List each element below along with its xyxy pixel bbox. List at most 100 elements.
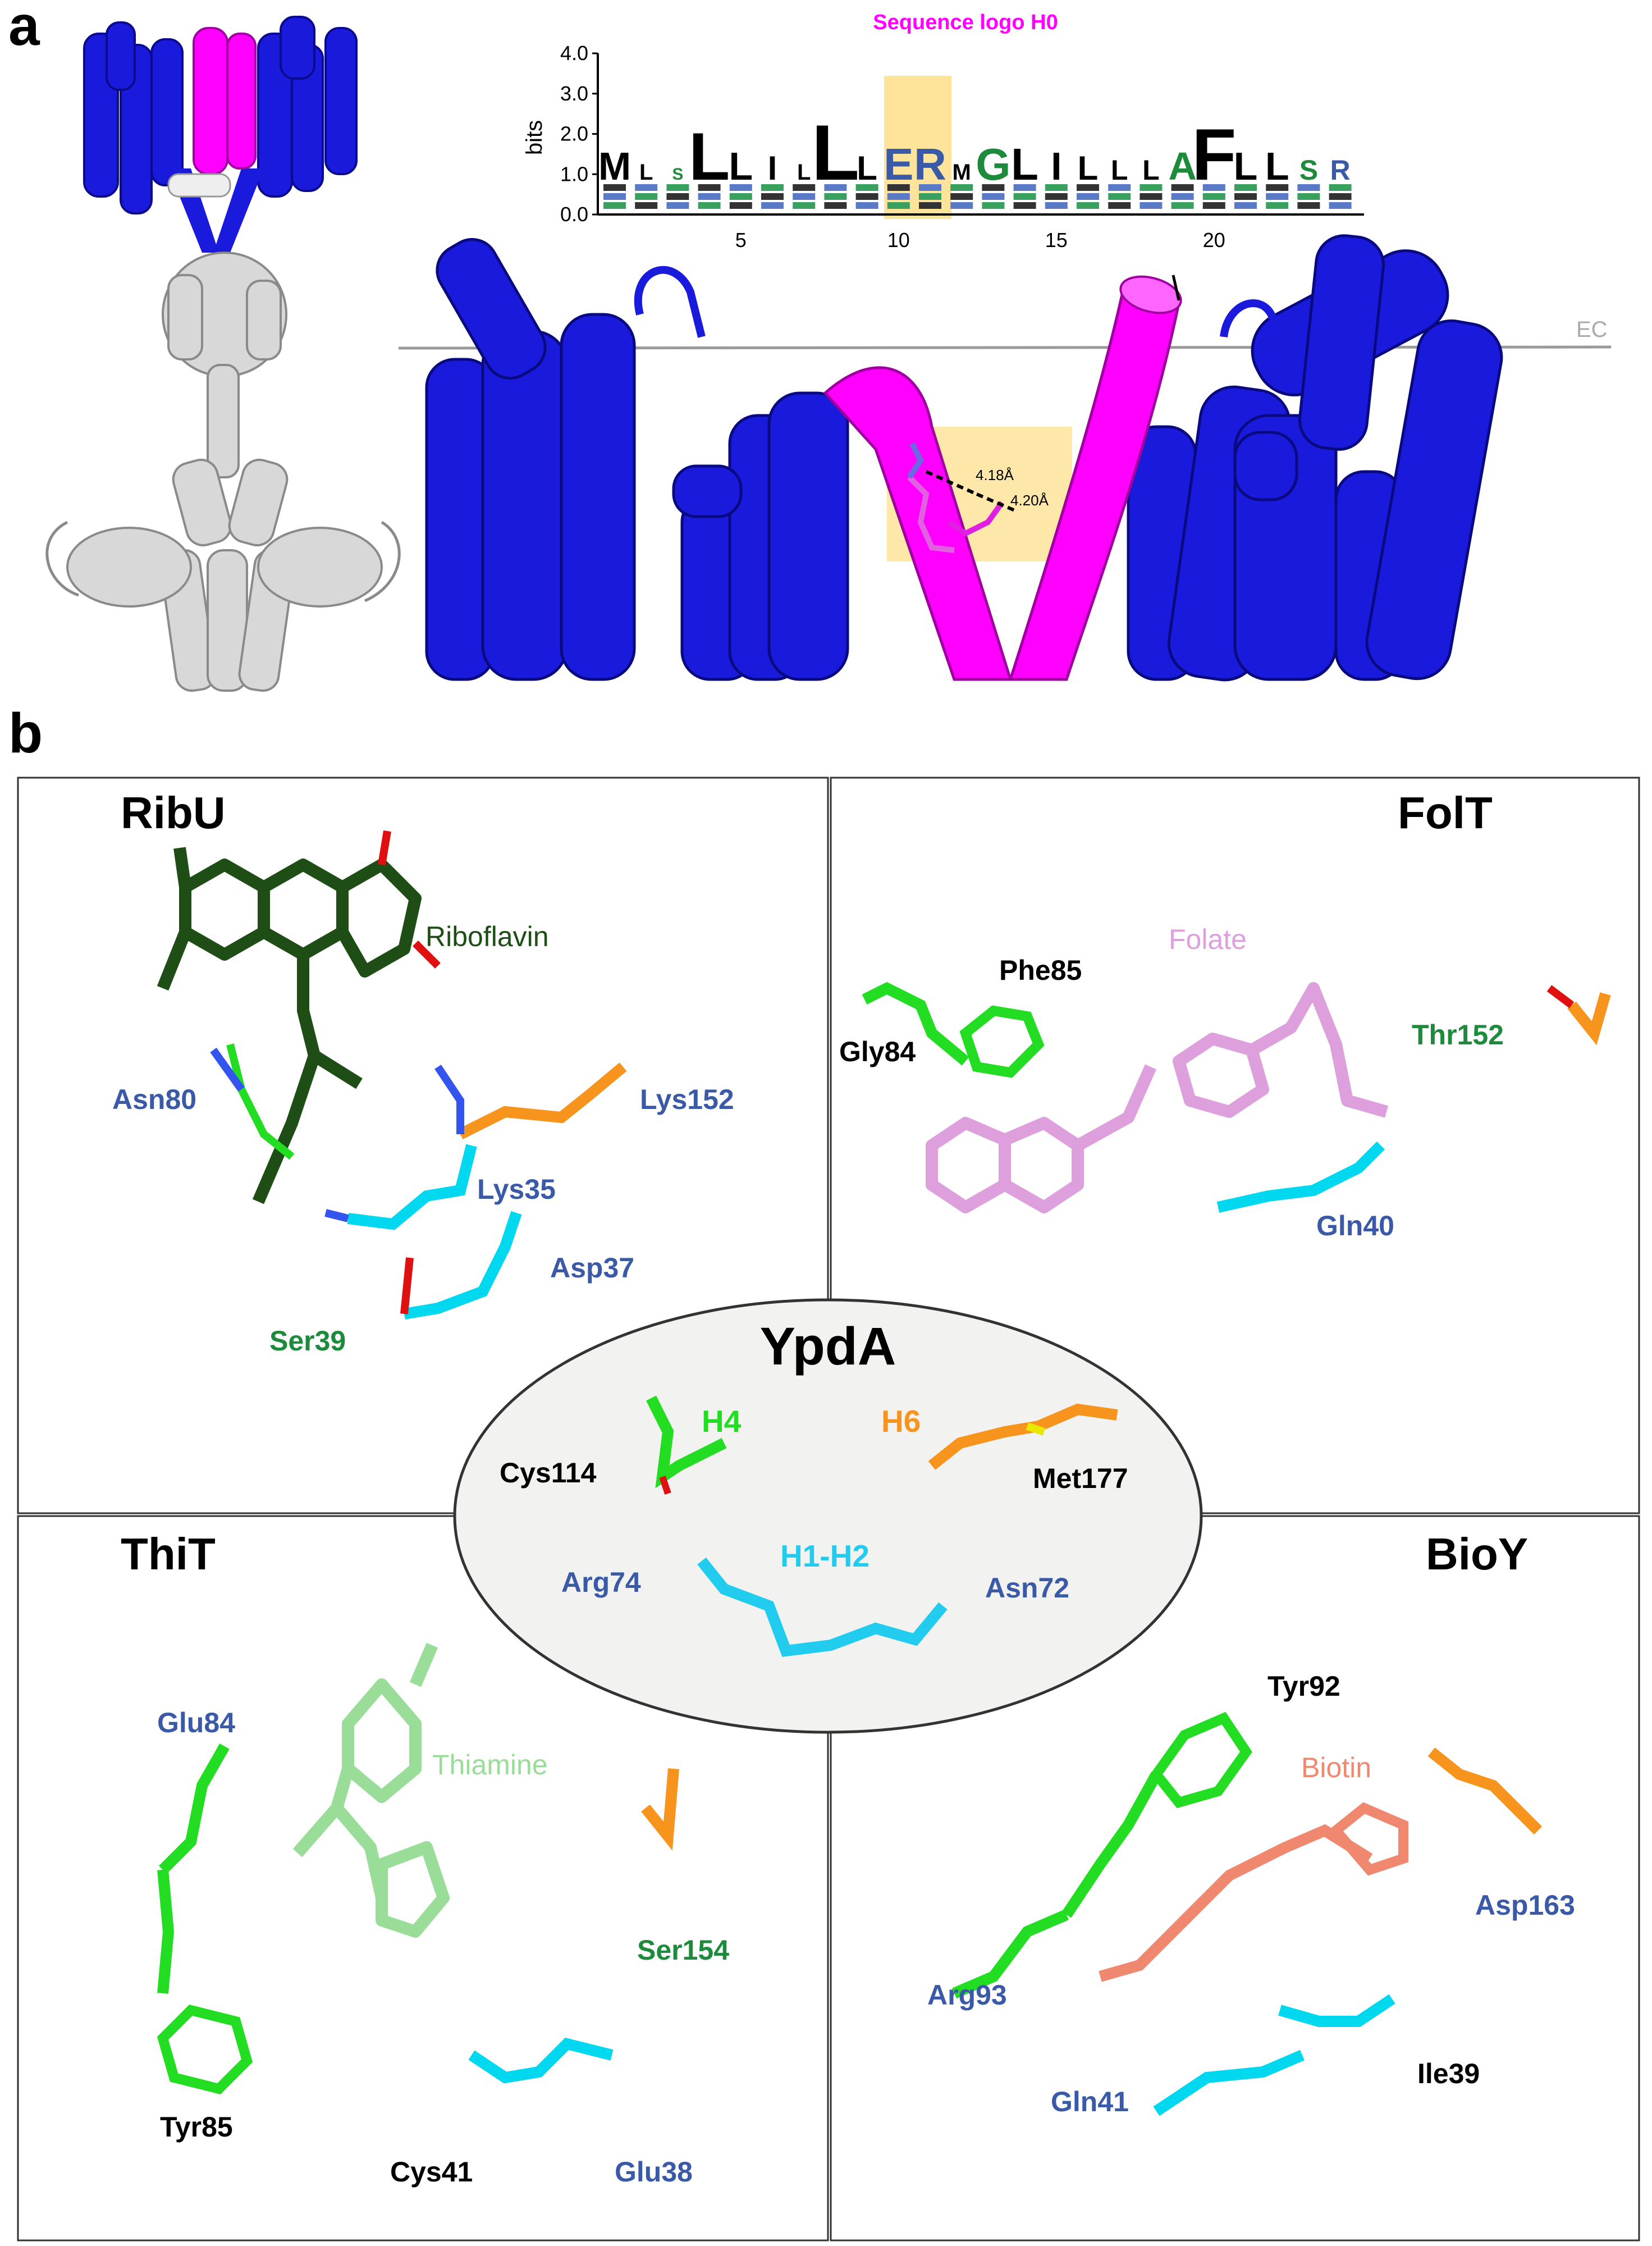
logo-minor-letter [1329,202,1352,209]
logo-minor-letter [793,184,816,191]
logo-minor-letter [666,202,689,209]
thiamine-molecule [292,1642,450,1938]
logo-minor-letter [919,202,941,209]
logo-letter: L [1111,154,1128,186]
ypda-residue-cys114: Cys114 [500,1457,597,1489]
logo-minor-letter [1234,202,1257,209]
logo-minor-letter [855,193,878,200]
logo-minor-letter [1077,202,1099,209]
riboflavin-molecule [157,847,422,1204]
logo-minor-letter [1202,193,1225,200]
logo-minor-letter [824,184,847,191]
logo-letter: S [1299,154,1318,186]
ribu-residue-asn80: Asn80 [112,1084,196,1115]
ribu-residue-lys152: Lys152 [640,1084,734,1115]
logo-minor-letter [1297,193,1320,200]
logo-minor-letter [1013,193,1036,200]
ec-label: EC [1576,317,1608,342]
logo-minor-letter [855,202,878,209]
logo-minor-letter [603,184,626,191]
folt-title: FolT [1398,788,1493,838]
riboflavin-label: Riboflavin [425,921,549,952]
logo-y-tick-label: 2.0 [560,122,588,145]
logo-title: Sequence logo H0 [873,11,1058,34]
logo-minor-letter [1077,193,1099,200]
logo-minor-letter [729,193,752,200]
bioy-residue-asp163: Asp163 [1475,1889,1575,1921]
logo-letter: L [1265,144,1289,188]
logo-minor-letter [698,184,721,191]
thit-residue-ser154: Ser154 [637,1934,729,1966]
logo-minor-letter [729,202,752,209]
logo-minor-letter [666,193,689,200]
logo-letter: E [884,139,913,189]
logo-minor-letter [603,202,626,209]
ypda-residue-met177: Met177 [1033,1463,1128,1494]
logo-minor-letter [919,184,941,191]
logo-minor-letter [1108,202,1131,209]
logo-letter: L [812,108,860,197]
logo-minor-letter [1171,184,1194,191]
logo-letter: I [1051,144,1061,188]
logo-minor-letter [1171,193,1194,200]
logo-minor-letter [635,184,658,191]
logo-x-tick-label: 15 [1045,229,1068,252]
logo-minor-letter [982,184,1005,191]
logo-minor-letter [1045,184,1068,191]
thit-residue-glu38: Glu38 [615,2156,693,2188]
helix-h4-label: H4 [702,1404,742,1439]
logo-minor-letter [729,184,752,191]
logo-minor-letter [855,184,878,191]
logo-letter: M [953,160,971,185]
logo-minor-letter [824,193,847,200]
logo-minor-letter [1140,193,1163,200]
bioy-residue-arg93: Arg93 [927,1979,1007,2011]
logo-minor-letter [603,193,626,200]
logo-letter: L [857,149,877,187]
folate-label: Folate [1169,924,1247,955]
logo-x-tick-label: 10 [887,229,910,252]
logo-minor-letter [1202,184,1225,191]
logo-minor-letter [635,202,658,209]
logo-y-tick-label: 3.0 [560,82,588,105]
panel-a-letter: a [8,0,40,57]
logo-minor-letter [1234,184,1257,191]
thit-residue-cys41: Cys41 [390,2156,473,2188]
logo-minor-letter [1108,193,1131,200]
logo-minor-letter [793,202,816,209]
logo-letter: L [1011,139,1038,189]
folt-residue-gly84: Gly84 [839,1036,916,1067]
logo-letter: M [598,144,631,188]
logo-minor-letter [950,202,973,209]
ribu-title: RibU [121,788,226,838]
ypda-full-structure [45,16,401,692]
logo-y-tick-label: 1.0 [560,162,588,185]
ypda-zoom-structure: EC 4 [398,234,1612,682]
logo-x-ticks: 5 10 15 20 [735,229,1225,252]
bioy-residue-gln41: Gln41 [1051,2086,1129,2117]
helix-h6-label: H6 [881,1404,921,1439]
logo-minor-letter [1045,202,1068,209]
logo-minor-letter [1266,184,1289,191]
logo-y-label: bits [522,120,547,155]
logo-letter: L [729,144,753,188]
bioy-residue-tyr92: Tyr92 [1267,1670,1340,1702]
logo-minor-letter [1140,184,1163,191]
logo-minor-letter [1329,184,1352,191]
logo-letter: S [672,165,683,184]
logo-letter: F [1192,113,1236,195]
logo-minor-letter [1202,202,1225,209]
logo-x-tick-label: 20 [1203,229,1225,252]
logo-minor-letter [919,193,941,200]
logo-letter: R [1330,154,1351,186]
logo-y-ticks: 4.03.02.01.00.0 [560,42,598,226]
logo-minor-letter [950,184,973,191]
folate-molecule [926,982,1389,1213]
biotin-label: Biotin [1301,1752,1371,1783]
logo-letter: L [689,119,730,194]
logo-minor-letter [1329,193,1352,200]
logo-x-tick-label: 5 [735,229,747,252]
logo-minor-letter [1013,202,1036,209]
